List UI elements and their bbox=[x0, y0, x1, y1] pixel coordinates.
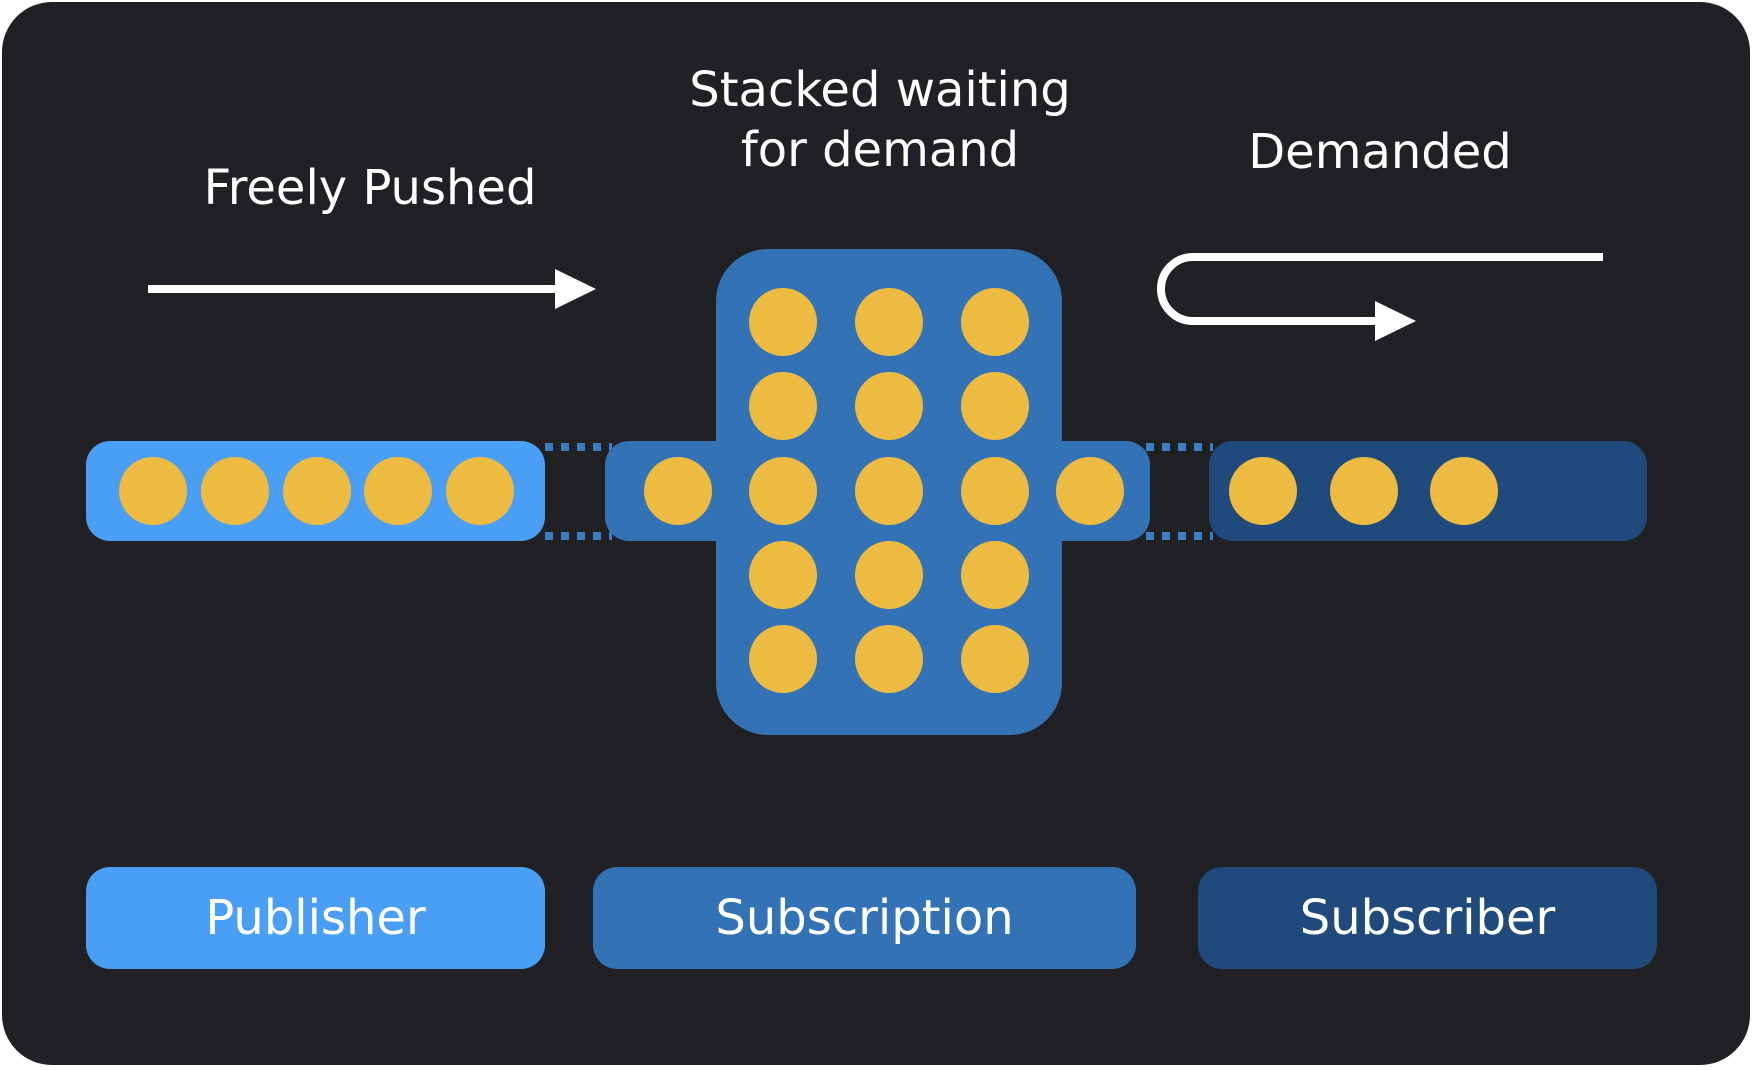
publisher-item-4 bbox=[364, 457, 432, 525]
subscription-subscriber-connector bbox=[1146, 443, 1213, 540]
subscription-item-17 bbox=[961, 625, 1029, 693]
subscriber-item-3 bbox=[1430, 457, 1498, 525]
subscription-item-11 bbox=[1056, 457, 1124, 525]
subscription-item-13 bbox=[855, 541, 923, 609]
subscription-item-10 bbox=[961, 457, 1029, 525]
subscriber-item-1 bbox=[1229, 457, 1297, 525]
subscription-item-9 bbox=[855, 457, 923, 525]
subscriber-item-2 bbox=[1330, 457, 1398, 525]
publisher-subscription-connector bbox=[545, 443, 612, 540]
event-items bbox=[119, 288, 1498, 693]
freely-pushed-label: Freely Pushed bbox=[203, 160, 537, 216]
subscription-label-pill: Subscription bbox=[593, 867, 1136, 969]
subscriber-lane bbox=[1209, 441, 1647, 541]
subscription-item-14 bbox=[961, 541, 1029, 609]
stacked-label-line-1: Stacked waiting bbox=[689, 62, 1071, 118]
subscription-item-12 bbox=[749, 541, 817, 609]
publisher-label-pill: Publisher bbox=[86, 867, 545, 969]
subscription-item-1 bbox=[749, 288, 817, 356]
demanded-label: Demanded bbox=[1248, 124, 1512, 180]
subscription-item-2 bbox=[855, 288, 923, 356]
publisher-item-2 bbox=[201, 457, 269, 525]
subscription-item-16 bbox=[855, 625, 923, 693]
subscription-item-3 bbox=[961, 288, 1029, 356]
stacked-label-line-2: for demand bbox=[740, 122, 1020, 178]
subscription-item-5 bbox=[855, 372, 923, 440]
subscription-item-15 bbox=[749, 625, 817, 693]
publisher-item-3 bbox=[283, 457, 351, 525]
publisher-item-1 bbox=[119, 457, 187, 525]
subscription-item-7 bbox=[644, 457, 712, 525]
publisher-item-5 bbox=[446, 457, 514, 525]
subscriber-label-pill: Subscriber bbox=[1198, 867, 1657, 969]
subscription-item-6 bbox=[961, 372, 1029, 440]
subscription-item-8 bbox=[749, 457, 817, 525]
demand-return-arrow-icon bbox=[1157, 253, 1603, 341]
subscription-item-4 bbox=[749, 372, 817, 440]
stacked-waiting-label: Stacked waiting for demand bbox=[660, 60, 1100, 180]
push-arrow-icon bbox=[148, 269, 596, 309]
